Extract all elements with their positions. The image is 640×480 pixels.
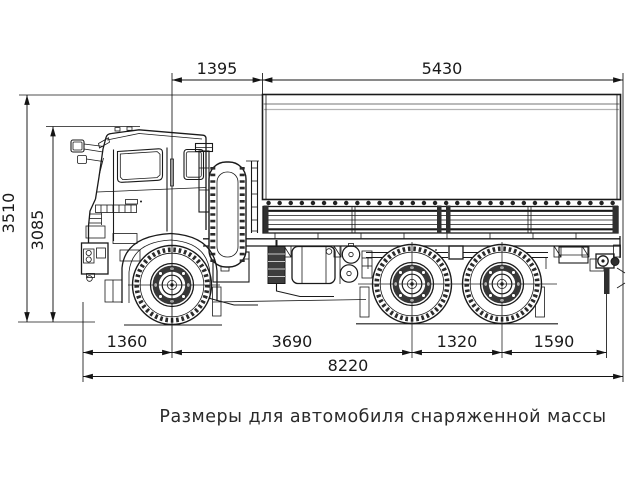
rear-equipment-box	[558, 246, 605, 272]
dim-label-front-overhang: 1360	[107, 332, 148, 351]
dimension-lines	[24, 77, 623, 380]
ground-lines	[124, 323, 558, 326]
dim-label-platform-length: 5430	[422, 59, 463, 78]
muffler	[267, 240, 334, 298]
headboard-ladder	[246, 160, 259, 233]
tow-hitch	[595, 253, 626, 294]
dim-label-cab-height: 3085	[28, 210, 47, 251]
dim-label-bogie-base: 1320	[437, 332, 478, 351]
air-tanks	[339, 243, 373, 284]
mirror-icon	[70, 139, 105, 164]
wheel-center-lines	[128, 242, 557, 358]
extension-lines	[18, 73, 624, 382]
drawing-caption: Размеры для автомобиля снаряженной массы	[159, 407, 606, 427]
dim-label-rear-overhang: 1590	[534, 332, 575, 351]
fuel-tank	[291, 245, 336, 285]
cargo-platform	[261, 93, 622, 234]
spare-wheel	[208, 161, 247, 268]
dim-label-wheelbase: 3690	[272, 332, 313, 351]
dim-label-overall-height: 3510	[0, 193, 18, 234]
dim-label-axle-to-platform: 1395	[197, 59, 238, 78]
dim-label-overall-length: 8220	[328, 356, 369, 375]
dimension-labels: 1395 5430 3510 3085 1360 3690 1320 1590 …	[0, 59, 574, 375]
